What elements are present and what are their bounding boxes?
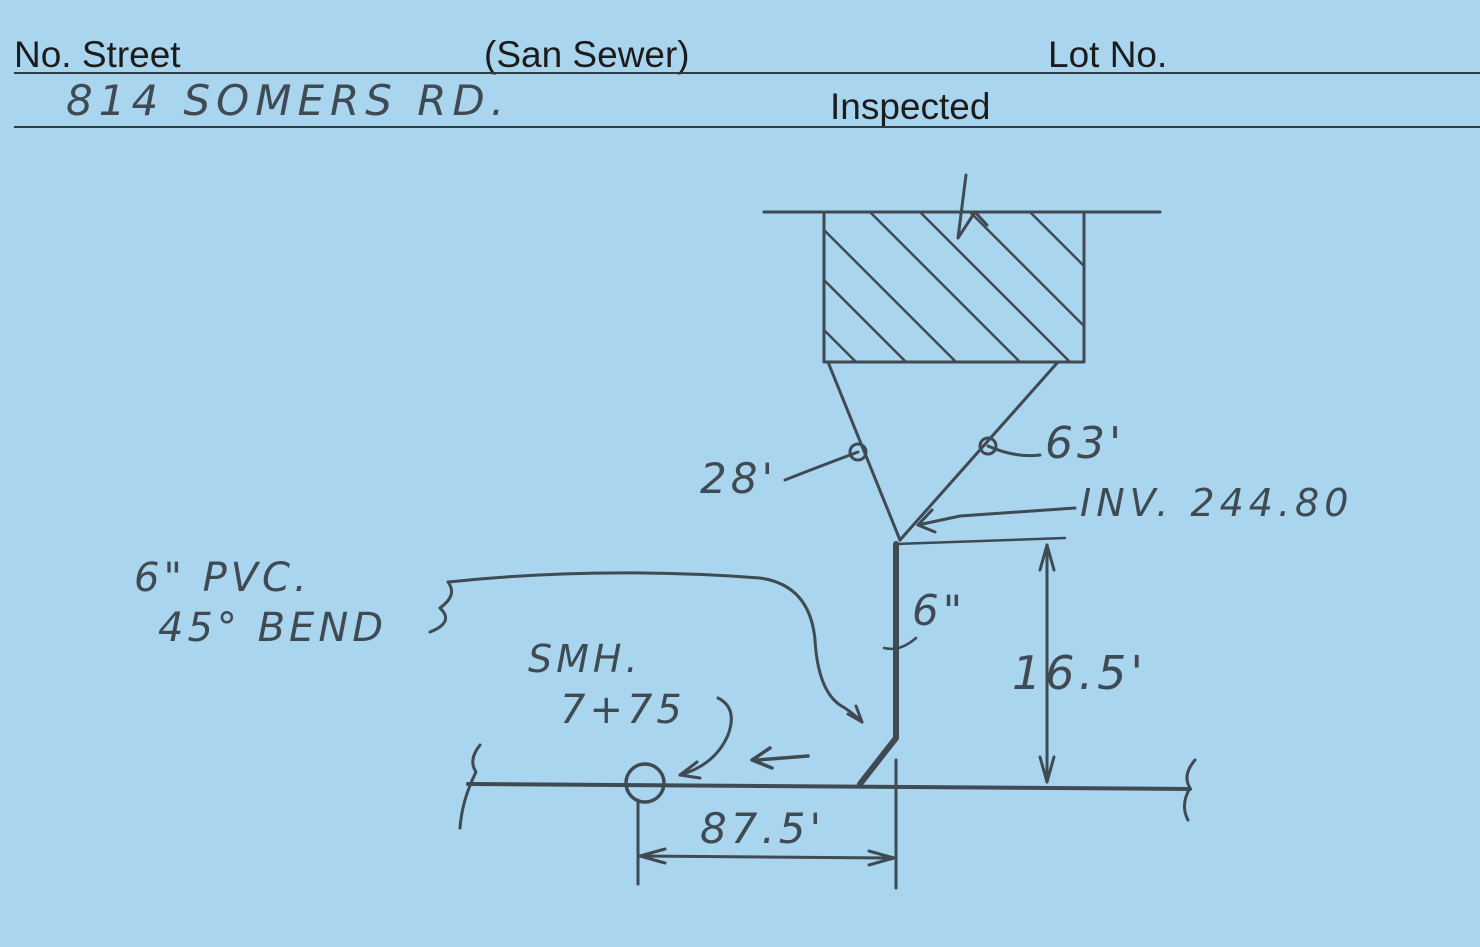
leader-invert — [916, 506, 1077, 527]
offset-arrow-left — [638, 847, 667, 865]
address-value: 814 SOMERS RD. — [66, 76, 511, 125]
header-rule-bottom — [14, 126, 1480, 128]
flow-arrow — [756, 754, 810, 762]
offset-dimension — [638, 854, 896, 860]
break-mark — [956, 173, 989, 240]
main-break-right — [1183, 758, 1197, 822]
manhole-symbol — [624, 762, 666, 804]
depth-arrow-up — [1038, 543, 1056, 572]
header-rule-top — [14, 72, 1480, 74]
fitting-label: 6" PVC. — [134, 555, 311, 601]
inspected-label: Inspected — [830, 86, 991, 127]
manhole-label: SMH. — [528, 637, 642, 681]
manhole-leader — [678, 696, 733, 777]
main-break-left — [458, 743, 482, 830]
sewer-type-label: (San Sewer) — [484, 34, 690, 75]
pipe-size-arrow — [882, 636, 918, 651]
depth-arrow-down — [1038, 755, 1056, 784]
house-hatch — [824, 212, 1084, 362]
leader-63 — [986, 444, 1042, 458]
house-outline — [822, 212, 1086, 364]
offset-label: 87.5' — [700, 804, 826, 853]
lot-no-label: Lot No. — [1048, 34, 1168, 75]
invert-label: INV. 244.80 — [1080, 481, 1354, 525]
depth-label: 16.5' — [1012, 646, 1148, 700]
bend-leader — [428, 571, 864, 724]
leader-28 — [783, 450, 860, 482]
depth-extension — [894, 536, 1067, 546]
dist-right-label: 63' — [1045, 418, 1126, 469]
invert-arrowhead — [916, 508, 937, 534]
offset-arrow-right — [867, 849, 896, 867]
dist-left-label: 28' — [700, 454, 777, 503]
pipe-size-label: 6" — [912, 586, 967, 635]
manhole-arrowhead — [678, 760, 702, 780]
tie-left — [826, 360, 902, 542]
tie-right — [898, 360, 1060, 542]
no-street-label: No. Street — [14, 34, 181, 75]
tie-left-marker — [848, 442, 868, 462]
lateral-pipe — [857, 541, 899, 787]
station-label: 7+75 — [560, 687, 686, 733]
sewer-main — [466, 782, 1192, 791]
tie-right-marker — [978, 436, 998, 456]
bend-label: 45° BEND — [158, 605, 388, 651]
